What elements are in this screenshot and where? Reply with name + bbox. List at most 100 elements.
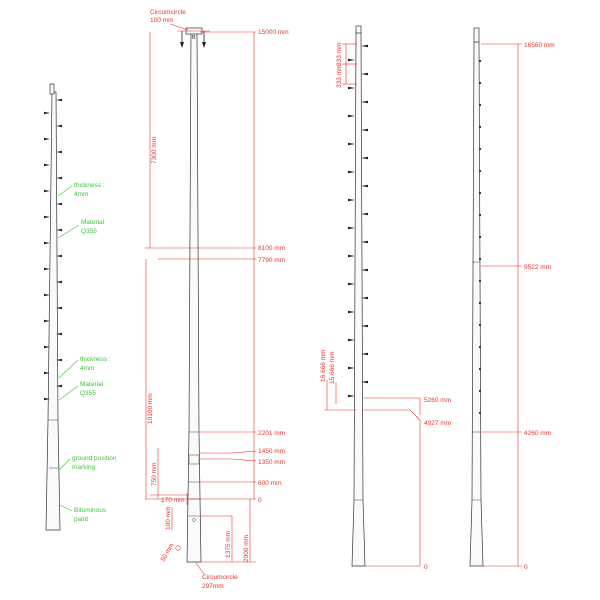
elevation-labels: 15000 mm 8100 mm 7790 mm 2201 mm 1450 mm…	[258, 29, 289, 504]
svg-text:7300 mm: 7300 mm	[151, 137, 158, 164]
svg-text:15000 mm: 15000 mm	[258, 29, 289, 36]
svg-text:2000 mm: 2000 mm	[243, 535, 250, 562]
step-spike	[348, 170, 355, 174]
svg-text:1350 mm: 1350 mm	[258, 459, 285, 466]
svg-text:2201 mm: 2201 mm	[258, 430, 285, 437]
step-spike	[44, 189, 50, 193]
step-spike	[361, 44, 368, 48]
svg-text:333 mm: 333 mm	[336, 43, 343, 66]
step-spike	[361, 240, 368, 244]
view-3-step-spacing-pole: 333 mm 333 mm 16.666 mm 15.666 mm 5260 m…	[320, 25, 451, 571]
step-spike	[348, 282, 355, 286]
step-spike	[56, 150, 62, 154]
step-spike	[348, 254, 355, 258]
step-studs	[479, 60, 481, 414]
svg-text:ground position: ground position	[72, 455, 117, 462]
step-spike	[56, 332, 62, 336]
step-spike	[44, 241, 50, 245]
pole-tip	[473, 27, 480, 43]
step-stud	[479, 390, 481, 392]
svg-text:333 mm: 333 mm	[336, 65, 343, 88]
step-spike	[44, 345, 50, 349]
svg-text:paint: paint	[74, 516, 88, 523]
svg-text:thickness :: thickness :	[74, 182, 105, 189]
section-mark: B	[192, 35, 196, 41]
svg-text:1375 mm: 1375 mm	[225, 531, 232, 558]
step-stud	[479, 82, 481, 84]
step-stud	[479, 236, 481, 238]
svg-text:297mm: 297mm	[202, 583, 224, 590]
svg-text:Bituminous: Bituminous	[74, 507, 107, 514]
step-spike	[56, 280, 62, 284]
step-spike	[361, 184, 368, 188]
step-spike	[44, 163, 50, 167]
svg-text:4927 mm: 4927 mm	[424, 420, 451, 427]
step-stud	[479, 280, 481, 282]
lower-spacing-dims: 16.666 mm 15.666 mm	[320, 349, 356, 411]
step-stud	[479, 368, 481, 370]
svg-text:10100 mm: 10100 mm	[147, 393, 154, 424]
svg-text:100 mm: 100 mm	[150, 17, 173, 24]
step-spike	[348, 310, 355, 314]
step-spike	[44, 293, 50, 297]
svg-text:50 mm: 50 mm	[160, 542, 176, 563]
svg-text:100 mm: 100 mm	[165, 507, 172, 530]
step-spike	[348, 366, 355, 370]
step-spike	[348, 198, 355, 202]
view-2-dimensioned-pole: B Circumcircle 100 mm Circumcircle 297mm	[145, 9, 289, 590]
elevation-labels: 16560 mm 9522 mm 4260 mm 0	[524, 42, 555, 571]
pole-shaft	[469, 41, 484, 567]
step-spike	[348, 142, 355, 146]
svg-text:7790 mm: 7790 mm	[258, 257, 285, 264]
step-spike	[361, 128, 368, 132]
svg-text:marking: marking	[72, 464, 96, 471]
step-spike	[56, 176, 62, 180]
circumcircle-bottom-label: Circumcircle 297mm	[195, 562, 238, 590]
svg-text:Material: Material	[80, 381, 104, 388]
note-ground-marking: ground position marking	[58, 455, 117, 471]
pole-shaft	[45, 91, 61, 531]
step-spikes	[348, 44, 368, 398]
step-stud	[479, 412, 481, 414]
step-spike	[44, 111, 50, 115]
step-spike	[56, 228, 62, 232]
step-stud	[479, 258, 481, 260]
pole-tip	[355, 25, 362, 34]
step-stud	[479, 214, 481, 216]
step-spike	[56, 124, 62, 128]
step-spikes	[44, 98, 62, 401]
step-spike	[361, 72, 368, 76]
step-stud	[479, 192, 481, 194]
note-material-lower: Material Q355	[58, 381, 104, 401]
step-spike	[44, 267, 50, 271]
step-stud	[479, 126, 481, 128]
svg-text:Circumcircle: Circumcircle	[202, 574, 238, 581]
note-bituminous-paint: Bituminous paint	[59, 504, 107, 523]
top-cap: B	[178, 27, 210, 48]
svg-text:0: 0	[258, 497, 262, 504]
view-1-pole-with-notes: thickness : 4mm Material Q355 thickness …	[44, 83, 117, 531]
svg-text:0: 0	[424, 564, 428, 571]
svg-text:750 mm: 750 mm	[151, 463, 158, 486]
svg-text:4260 mm: 4260 mm	[524, 430, 551, 437]
step-spike	[348, 86, 355, 90]
step-spike	[56, 98, 62, 102]
step-spike	[361, 100, 368, 104]
step-spike	[44, 137, 50, 141]
svg-text:16560 mm: 16560 mm	[524, 42, 555, 49]
svg-text:Q355: Q355	[80, 390, 96, 397]
svg-text:600 mm: 600 mm	[258, 480, 281, 487]
step-spike	[361, 380, 368, 384]
drain-hole-detail	[175, 545, 181, 551]
step-spike	[361, 156, 368, 160]
step-stud	[479, 60, 481, 62]
step-spike	[361, 352, 368, 356]
step-stud	[479, 324, 481, 326]
note-material-upper: Material Q355	[57, 219, 105, 239]
step-spike	[56, 254, 62, 258]
svg-text:0: 0	[524, 564, 528, 571]
svg-text:Material: Material	[81, 219, 105, 226]
step-spike	[348, 114, 355, 118]
svg-text:15.666 mm: 15.666 mm	[329, 351, 336, 384]
